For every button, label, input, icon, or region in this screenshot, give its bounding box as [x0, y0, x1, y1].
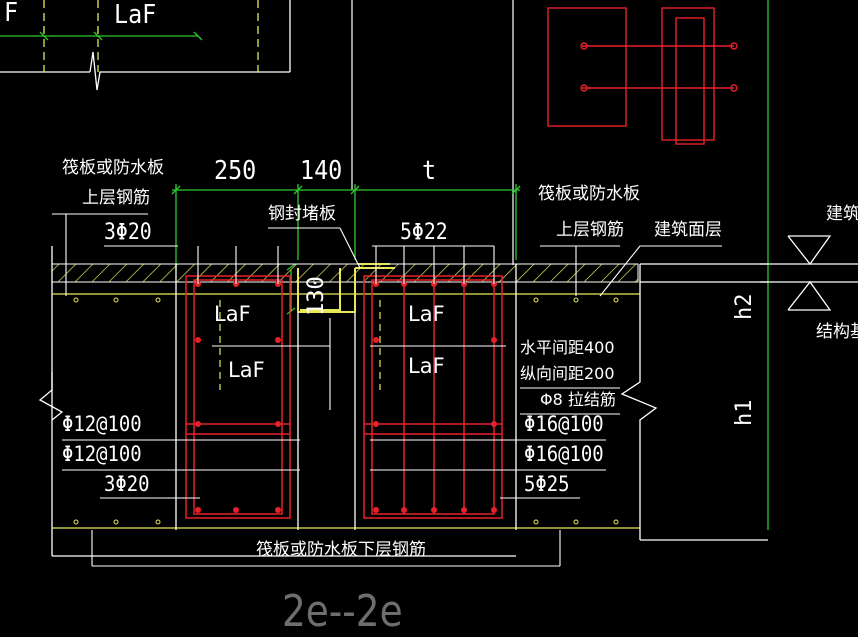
- building-surface-label: 建筑面层: [654, 220, 722, 240]
- laf-label-4: LaF: [408, 354, 445, 378]
- top-laf-label: LaF: [114, 0, 157, 30]
- dim-t: t: [422, 156, 437, 186]
- steel-plug-plate: [297, 263, 395, 313]
- structure-base-label: 结构基: [816, 322, 858, 342]
- v-spacing-label: 纵向间距200: [520, 364, 615, 383]
- rebar-cage-right: [363, 275, 503, 519]
- vertical-guides: [351, 0, 514, 265]
- dim-140: 140: [300, 156, 343, 186]
- laf-dashes: [219, 300, 381, 390]
- raft-bottom-label: 筏板或防水板下层钢筋: [256, 540, 426, 560]
- dim-h2: h2: [732, 293, 757, 321]
- dim-130: 130: [304, 276, 329, 316]
- phi12-label-1: Φ12@100: [62, 412, 142, 436]
- top-f-label: F: [4, 0, 19, 28]
- rebar-5phi25: 5Φ25: [524, 472, 570, 496]
- rebar-dots: [195, 281, 497, 513]
- phi16-label-1: Φ16@100: [524, 412, 604, 436]
- raft-top-left-line1: 筏板或防水板: [62, 158, 164, 178]
- rebar-3phi20-top: 3Φ20: [104, 220, 152, 245]
- leader-lines: [52, 213, 722, 567]
- rebar-5phi22: 5Φ22: [400, 220, 448, 245]
- raft-top-right-line1: 筏板或防水板: [538, 184, 640, 204]
- slab-dots: [73, 297, 619, 525]
- steel-plug-label: 钢封堵板: [268, 204, 336, 224]
- building-right-label: 建筑: [826, 204, 858, 224]
- right-symbols: [760, 235, 858, 311]
- slab-hatch-right: [515, 263, 639, 283]
- slab-hatch-left: [51, 263, 177, 283]
- laf-label-3: LaF: [408, 302, 445, 326]
- phi12-label-2: Φ12@100: [62, 442, 142, 466]
- section-title: 2e--2e: [282, 586, 403, 637]
- rebar-cage-left: [185, 275, 291, 519]
- tie-bar-label: Φ8 拉结筋: [540, 390, 616, 409]
- top-left-fragment: [0, 0, 291, 91]
- dimension-line-top: [171, 184, 521, 315]
- dim-h1: h1: [732, 399, 757, 427]
- raft-top-right-line2: 上层钢筋: [556, 220, 624, 240]
- laf-label-2: LaF: [228, 358, 265, 382]
- dim-250: 250: [214, 156, 257, 186]
- h-spacing-label: 水平间距400: [520, 338, 615, 357]
- rebar-3phi20-bottom: 3Φ20: [104, 472, 150, 496]
- raft-top-left-line2: 上层钢筋: [82, 188, 150, 208]
- slab-outline: [38, 246, 768, 557]
- laf-label-1: LaF: [214, 302, 251, 326]
- phi16-label-2: Φ16@100: [524, 442, 604, 466]
- top-right-detail: [547, 7, 738, 145]
